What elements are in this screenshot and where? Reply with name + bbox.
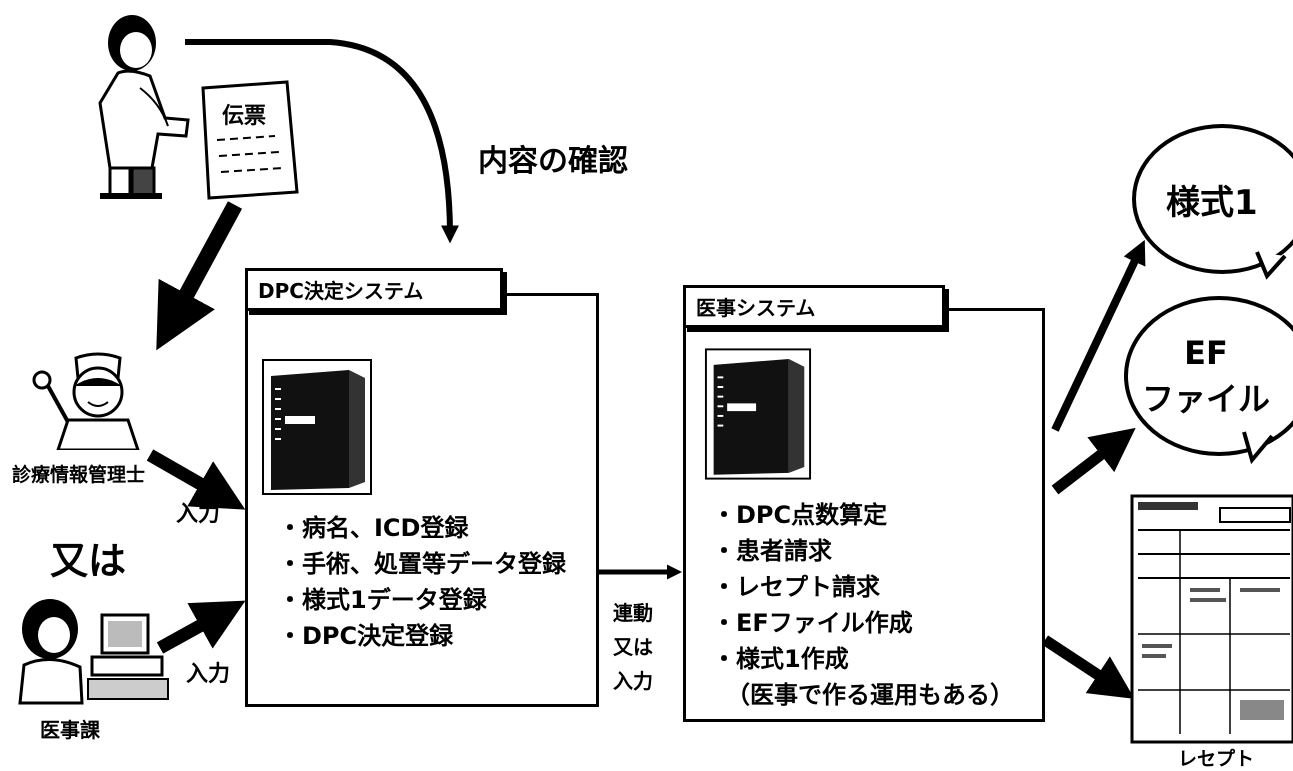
iji-item-list: ・DPC点数算定 ・患者請求 ・レセプト請求 ・EFファイル作成 ・様式1作成 … bbox=[712, 497, 1014, 713]
iji-system-box: ・DPC点数算定 ・患者請求 ・レセプト請求 ・EFファイル作成 ・様式1作成 … bbox=[683, 308, 1045, 722]
doctor-illustration bbox=[98, 15, 190, 199]
manager-label: 診療情報管理士 bbox=[12, 464, 146, 486]
doctor-to-manager-arrow bbox=[156, 201, 243, 351]
clerk-input-arrow bbox=[156, 600, 246, 654]
iji-server-icon bbox=[704, 348, 812, 480]
confirm-arrow bbox=[185, 39, 459, 244]
dpc-system-title: DPC決定システム bbox=[245, 268, 503, 311]
manager-illustration bbox=[32, 352, 140, 450]
iji-item: ・様式1作成 bbox=[712, 645, 849, 673]
dpc-system-box: ・病名、ICD登録 ・手術、処置等データ登録 ・様式1データ登録 ・DPC決定登… bbox=[245, 293, 599, 707]
iji-item: ・患者請求 bbox=[712, 537, 832, 565]
slip-label: 伝票 bbox=[222, 104, 267, 129]
form1-bubble-tail bbox=[1255, 251, 1287, 280]
form1-bubble: 様式1 bbox=[1132, 124, 1293, 274]
dpc-item: ・DPC決定登録 bbox=[278, 622, 454, 650]
to-ef-arrow bbox=[1051, 427, 1136, 495]
clerk-label: 医事課 bbox=[40, 718, 100, 742]
link-label: 連動 又は 入力 bbox=[613, 596, 653, 698]
ef-file-bubble: EF ファイル bbox=[1124, 296, 1293, 456]
to-receipt-arrow bbox=[1041, 635, 1135, 699]
iji-system-title: 医事システム bbox=[683, 285, 945, 328]
to-form1-arrow bbox=[1051, 239, 1146, 432]
receipt-document-icon bbox=[1130, 494, 1293, 744]
link-label-line: 又は bbox=[613, 635, 653, 659]
iji-item: ・EFファイル作成 bbox=[712, 609, 913, 637]
dpc-item: ・手術、処置等データ登録 bbox=[278, 550, 566, 578]
slip-document bbox=[201, 80, 299, 200]
dpc-server-icon bbox=[262, 359, 372, 495]
iji-item: （医事で作る運用もある） bbox=[726, 681, 1014, 709]
ef-bubble-tail bbox=[1242, 431, 1274, 464]
or-label: 又は bbox=[50, 539, 127, 583]
manager-input-label: 入力 bbox=[176, 502, 221, 527]
dpc-item: ・様式1データ登録 bbox=[278, 586, 487, 614]
iji-item: ・DPC点数算定 bbox=[712, 501, 888, 529]
clerk-illustration bbox=[18, 599, 169, 705]
manager-input-arrow bbox=[146, 449, 246, 510]
iji-item: ・レセプト請求 bbox=[712, 573, 880, 601]
dpc-item: ・病名、ICD登録 bbox=[278, 514, 469, 542]
ef-label-line: ファイル bbox=[1141, 380, 1270, 418]
clerk-input-label: 入力 bbox=[186, 662, 231, 687]
ef-label-line: EF bbox=[1184, 334, 1228, 372]
link-label-line: 入力 bbox=[613, 669, 653, 693]
confirm-label: 内容の確認 bbox=[478, 144, 628, 179]
link-label-line: 連動 bbox=[613, 601, 653, 625]
form1-label: 様式1 bbox=[1166, 182, 1258, 223]
dpc-item-list: ・病名、ICD登録 ・手術、処置等データ登録 ・様式1データ登録 ・DPC決定登… bbox=[278, 510, 566, 654]
receipt-label: レセプト bbox=[1178, 748, 1255, 770]
